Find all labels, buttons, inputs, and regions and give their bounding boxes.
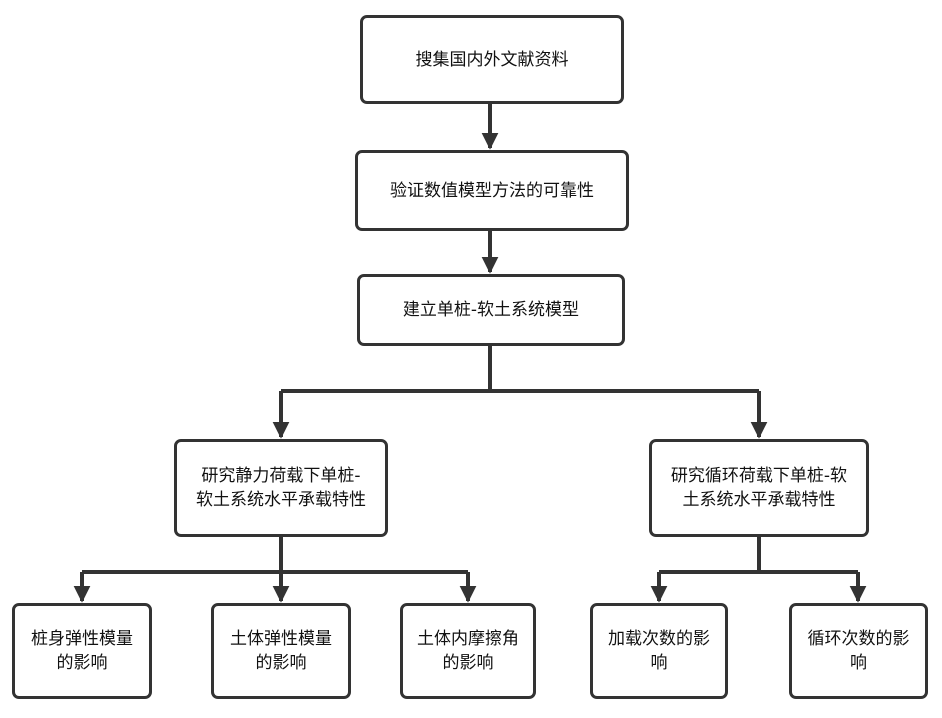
node-verify-model: 验证数值模型方法的可靠性 (355, 150, 629, 231)
node-load-count: 加载次数的影 响 (590, 603, 728, 699)
node-cyclic-study: 研究循环荷载下单桩-软 土系统水平承载特性 (649, 439, 869, 537)
node-soil-elastic-modulus: 土体弹性模量 的影响 (211, 603, 351, 699)
node-static-study: 研究静力荷载下单桩- 软土系统水平承载特性 (174, 439, 388, 537)
node-pile-elastic-modulus: 桩身弹性模量 的影响 (12, 603, 152, 699)
node-cycle-count: 循环次数的影 响 (789, 603, 928, 699)
node-collect-literature: 搜集国内外文献资料 (360, 15, 624, 104)
node-soil-friction-angle: 土体内摩擦角 的影响 (400, 603, 536, 699)
node-build-model: 建立单桩-软土系统模型 (357, 274, 625, 346)
